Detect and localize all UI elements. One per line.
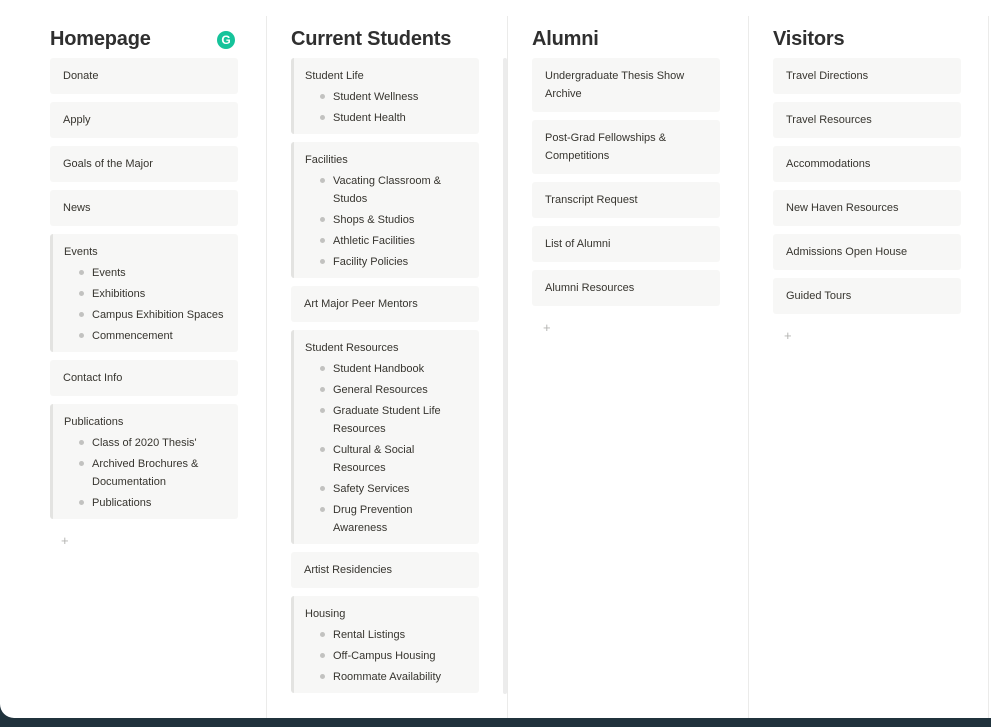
- card-sublist: Class of 2020 Thesis' Archived Brochures …: [64, 434, 226, 512]
- card-subitem[interactable]: Student Wellness: [305, 88, 467, 106]
- card-title: Post-Grad Fellowships & Competitions: [545, 132, 667, 162]
- card-subitem[interactable]: General Resources: [305, 381, 467, 399]
- grammarly-icon[interactable]: G: [217, 31, 235, 49]
- card-subitem[interactable]: Student Handbook: [305, 360, 467, 378]
- board-card[interactable]: Art Major Peer Mentors: [291, 286, 479, 322]
- card-title: Student Resources: [305, 342, 399, 354]
- column-divider: [507, 16, 508, 718]
- card-subitem[interactable]: Drug Prevention Awareness: [305, 501, 467, 537]
- board-card[interactable]: Post-Grad Fellowships & Competitions: [532, 120, 720, 174]
- card-title: Facilities: [305, 154, 348, 166]
- card-title: Student Life: [305, 70, 364, 82]
- column-divider: [748, 16, 749, 718]
- card-title: Admissions Open House: [786, 246, 908, 258]
- column-title[interactable]: Alumni: [532, 28, 599, 50]
- board-card[interactable]: Travel Resources: [773, 102, 961, 138]
- card-subitem[interactable]: Facility Policies: [305, 253, 467, 271]
- board-card[interactable]: Transcript Request: [532, 182, 720, 218]
- card-title: Donate: [63, 70, 99, 82]
- column-title[interactable]: Visitors: [773, 28, 845, 50]
- card-subitem[interactable]: Commencement: [64, 327, 226, 345]
- card-subitem[interactable]: Athletic Facilities: [305, 232, 467, 250]
- card-subitem[interactable]: Shops & Studios: [305, 211, 467, 229]
- board-card[interactable]: Admissions Open House: [773, 234, 961, 270]
- card-subitem[interactable]: Archived Brochures & Documentation: [64, 455, 226, 491]
- column-divider: [988, 16, 989, 718]
- board-card[interactable]: Travel Directions: [773, 58, 961, 94]
- board-card[interactable]: Artist Residencies: [291, 552, 479, 588]
- card-subitem[interactable]: Cultural & Social Resources: [305, 441, 467, 477]
- board-card[interactable]: New Haven Resources: [773, 190, 961, 226]
- card-title: Undergraduate Thesis Show Archive: [545, 70, 685, 100]
- board-card[interactable]: Contact Info: [50, 360, 238, 396]
- card-subitem[interactable]: Roommate Availability: [305, 668, 467, 686]
- card-title: Travel Resources: [786, 114, 872, 126]
- card-title: News: [63, 202, 91, 214]
- board-card[interactable]: List of Alumni: [532, 226, 720, 262]
- card-subitem[interactable]: Safety Services: [305, 480, 467, 498]
- card-title: List of Alumni: [545, 238, 611, 250]
- board-card[interactable]: Guided Tours: [773, 278, 961, 314]
- card-title: Events: [64, 246, 98, 258]
- card-subitem[interactable]: Publications: [64, 494, 226, 512]
- card-subitem[interactable]: Campus Exhibition Spaces: [64, 306, 226, 324]
- column-title[interactable]: Homepage: [50, 28, 151, 50]
- card-title: Guided Tours: [786, 290, 852, 302]
- board-card[interactable]: Goals of the Major: [50, 146, 238, 182]
- board-card[interactable]: News: [50, 190, 238, 226]
- card-subitem[interactable]: Off-Campus Housing: [305, 647, 467, 665]
- card-subitem[interactable]: Events: [64, 264, 226, 282]
- card-subitem[interactable]: Vacating Classroom & Studos: [305, 172, 467, 208]
- board-card[interactable]: Apply: [50, 102, 238, 138]
- column-title[interactable]: Current Students: [291, 28, 452, 50]
- card-title: Artist Residencies: [304, 564, 393, 576]
- card-subitem[interactable]: Exhibitions: [64, 285, 226, 303]
- column-divider: [266, 16, 267, 718]
- card-title: Goals of the Major: [63, 158, 153, 170]
- card-title: Transcript Request: [545, 194, 638, 206]
- column-scrollbar[interactable]: [503, 58, 507, 694]
- add-card-button[interactable]: +: [61, 533, 69, 548]
- card-title: Housing: [305, 608, 346, 620]
- card-subitem[interactable]: Rental Listings: [305, 626, 467, 644]
- card-title: Contact Info: [63, 372, 123, 384]
- board-card[interactable]: Alumni Resources: [532, 270, 720, 306]
- board-card[interactable]: Accommodations: [773, 146, 961, 182]
- card-subitem[interactable]: Class of 2020 Thesis': [64, 434, 226, 452]
- card-title: Art Major Peer Mentors: [304, 298, 418, 310]
- card-subitem[interactable]: Student Health: [305, 109, 467, 127]
- board-card[interactable]: Undergraduate Thesis Show Archive: [532, 58, 720, 112]
- card-title: New Haven Resources: [786, 202, 899, 214]
- card-title: Travel Directions: [786, 70, 869, 82]
- card-title: Accommodations: [786, 158, 871, 170]
- card-title: Publications: [64, 416, 124, 428]
- add-card-button[interactable]: +: [784, 328, 792, 343]
- card-subitem[interactable]: Graduate Student Life Resources: [305, 402, 467, 438]
- card-title: Apply: [63, 114, 91, 126]
- board-card[interactable]: Donate: [50, 58, 238, 94]
- add-card-button[interactable]: +: [543, 320, 551, 335]
- card-title: Alumni Resources: [545, 282, 635, 294]
